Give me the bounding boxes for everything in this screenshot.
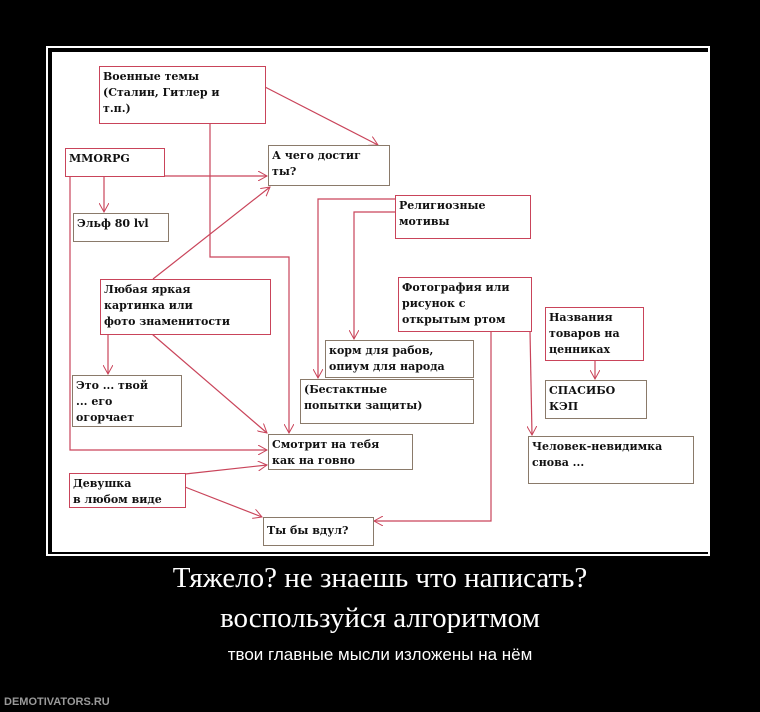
node-achieved: А чего достиг ты? [268,145,390,186]
node-war-themes: Военные темы (Сталин, Гитлер и т.п.) [99,66,266,124]
node-price-tags: Названия товаров на ценниках [545,307,644,361]
node-invisible-man: Человек-невидимка снова ... [528,436,694,484]
caption-subtitle: твои главные мысли изложены на нём [227,645,533,664]
node-girl: Девушка в любом виде [69,473,186,508]
node-elf: Эльф 80 lvl [73,213,169,242]
picture-frame [46,46,710,556]
node-slave-food: корм для рабов, опиум для народа [325,340,474,378]
node-tactless: (Бестактные попытки защиты) [300,379,474,424]
node-religious: Религиозные мотивы [395,195,531,239]
watermark: DEMOTIVATORS.RU [4,696,110,708]
caption-title-line1: Тяжело? не знаешь что написать? [172,562,588,594]
node-photo-mouth: Фотография или рисунок с открытым ртом [398,277,532,332]
node-looks-at-you: Смотрит на тебя как на говно [268,434,413,470]
node-captain-obvious: СПАСИБО КЭП [545,380,647,419]
caption-title-line2: воспользуйся алгоритмом [220,602,540,634]
node-bright-picture: Любая яркая картинка или фото знаменитос… [100,279,271,335]
node-mmorpg: MMORPG [65,148,165,177]
node-this-is-yours: Это ... твой ... его огорчает [72,375,182,427]
node-would-you: Ты бы вдул? [263,517,374,546]
